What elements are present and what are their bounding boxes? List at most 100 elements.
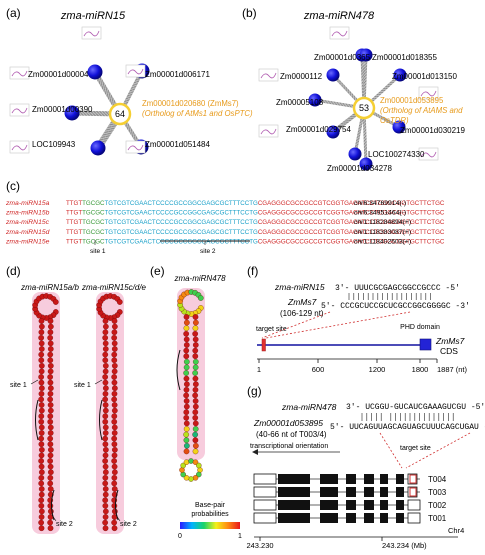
nucleotide bbox=[102, 430, 109, 436]
panel-g-coord-right: 243.234 (Mb) bbox=[382, 541, 427, 550]
nucleotide bbox=[38, 458, 44, 464]
panel-b-center-label-3: OsTDR) bbox=[380, 116, 409, 125]
panel-a-node-label: Zm00001d00390 bbox=[32, 105, 93, 114]
nucleotide bbox=[38, 318, 45, 324]
nucleotide bbox=[192, 386, 199, 393]
panel-b-node-label: Zm00005108 bbox=[276, 98, 324, 107]
panel-f-target-site: target site bbox=[256, 326, 287, 333]
transcript-label: T004 bbox=[428, 475, 447, 484]
panel-f-mirna-seq: 3'- UUUCGCGAGCGGCCGCCC -5' bbox=[335, 284, 460, 293]
nucleotide bbox=[183, 336, 190, 343]
exon-box bbox=[320, 513, 338, 523]
panel-d-site2-left: site 2 bbox=[56, 521, 73, 528]
network-edge bbox=[71, 110, 121, 117]
precursor-sequence: TTGTTGCGCTGTCGTCGAACTCCCCGCCGGCGAGCGCTTT… bbox=[66, 219, 445, 226]
network-node bbox=[392, 120, 406, 134]
nucleotide bbox=[111, 362, 118, 369]
nucleotide bbox=[38, 379, 45, 386]
exon-box bbox=[346, 500, 356, 510]
nucleotide bbox=[38, 430, 45, 436]
nucleotide bbox=[192, 409, 199, 416]
network-node bbox=[308, 93, 322, 107]
nucleotide bbox=[38, 491, 45, 498]
network-edge bbox=[362, 54, 368, 109]
axis-tick-label: 1887 (nt) bbox=[437, 365, 468, 374]
nucleotide bbox=[180, 462, 186, 469]
nucleotide bbox=[47, 435, 54, 442]
utr-box bbox=[407, 486, 418, 498]
exon-box bbox=[396, 487, 404, 497]
nucleotide bbox=[192, 375, 199, 382]
nucleotide bbox=[38, 514, 45, 520]
nucleotide bbox=[47, 407, 54, 414]
panel-b-title: zma-miRN478 bbox=[303, 10, 375, 22]
utr-box bbox=[253, 473, 277, 485]
panel-d-site1-left: site 1 bbox=[10, 382, 27, 389]
nucleotide bbox=[38, 396, 45, 403]
exon-box bbox=[364, 474, 374, 484]
network-edge bbox=[362, 73, 402, 110]
panel-e-hairpin bbox=[176, 288, 205, 482]
precursor-sequence: TTGTTGCGCTGTCGTCGAACTCCCCGCCGGCGAGCGCTTT… bbox=[66, 200, 445, 207]
panel-a-title: zma-miRN15 bbox=[60, 10, 126, 22]
nucleotide bbox=[183, 370, 190, 376]
nucleotide bbox=[102, 486, 109, 492]
nucleotide bbox=[38, 418, 45, 425]
nucleotide bbox=[47, 519, 53, 526]
nucleotide bbox=[111, 346, 118, 352]
nucleotide bbox=[192, 448, 199, 455]
nucleotide bbox=[38, 474, 45, 481]
nucleotide bbox=[102, 379, 109, 386]
precursor-sequence: TTGTTGCGCTGTCGTCGAACTCCCCGCCGGCGAGCGCTTT… bbox=[66, 210, 445, 217]
mirna-name: zma-miRN15e bbox=[5, 238, 50, 245]
nucleotide bbox=[38, 435, 45, 442]
nucleotide bbox=[47, 525, 54, 532]
panel-c-site1: site 1 bbox=[90, 248, 106, 255]
network-node bbox=[359, 48, 373, 62]
panel-b-node-label: Zm00001d013150 bbox=[392, 72, 457, 81]
network-node bbox=[359, 157, 373, 171]
panel-f-target-seq: 5'- CCCGCUCCGCUCGCCGGCGGGGC -3' bbox=[321, 302, 470, 311]
panel-g: (g) zma-miRN478 3'- UCGGU-GUCAUCGAAAGUCG… bbox=[246, 384, 485, 550]
nucleotide bbox=[183, 364, 190, 371]
panel-f-cds-2: CDS bbox=[440, 346, 458, 356]
nucleotide bbox=[183, 342, 190, 348]
panel-a-node-label: LOC109943 bbox=[32, 140, 76, 149]
nucleotide bbox=[183, 347, 190, 354]
nucleotide bbox=[183, 392, 190, 399]
panel-b-letter: (b) bbox=[242, 6, 257, 20]
exon-box bbox=[380, 513, 388, 523]
utr-box bbox=[253, 499, 277, 511]
legend-title-2: probabilities bbox=[191, 511, 229, 518]
exon-box bbox=[396, 474, 404, 484]
nucleotide bbox=[111, 452, 118, 459]
nucleotide bbox=[102, 514, 109, 520]
precursor-sequence: TTGTTGCGCTGTCGTCGAACTCCCCGCCGGCGAGCGCTTT… bbox=[66, 238, 445, 245]
panel-g-chrom: Chr4 bbox=[448, 526, 464, 535]
nucleotide bbox=[102, 497, 109, 504]
panel-b-node-label: Zm0000112 bbox=[280, 72, 323, 81]
nucleotide bbox=[111, 418, 118, 425]
axis-tick-label: 1200 bbox=[369, 365, 386, 374]
nucleotide bbox=[192, 426, 199, 432]
nucleotide bbox=[111, 390, 118, 397]
nucleotide bbox=[102, 340, 109, 347]
nucleotide bbox=[38, 486, 45, 492]
nucleotide bbox=[38, 497, 45, 504]
panel-d-site2-right: site 2 bbox=[120, 521, 137, 528]
nucleotide bbox=[192, 403, 199, 410]
nucleotide bbox=[192, 414, 199, 421]
nucleotide bbox=[111, 463, 118, 470]
nucleotide bbox=[111, 413, 118, 420]
nucleotide bbox=[47, 452, 54, 459]
utr-box bbox=[407, 473, 418, 485]
panel-e: (e) zma-miRN478 Base-pair probabilities … bbox=[150, 264, 242, 540]
network-node bbox=[64, 105, 80, 121]
nucleotide bbox=[111, 469, 118, 476]
exon-box bbox=[364, 513, 374, 523]
nucleotide bbox=[102, 368, 109, 375]
transcript-label: T001 bbox=[428, 514, 447, 523]
network-node bbox=[393, 68, 407, 82]
panel-d-title-left: zma-miRN15a/b bbox=[20, 283, 79, 292]
